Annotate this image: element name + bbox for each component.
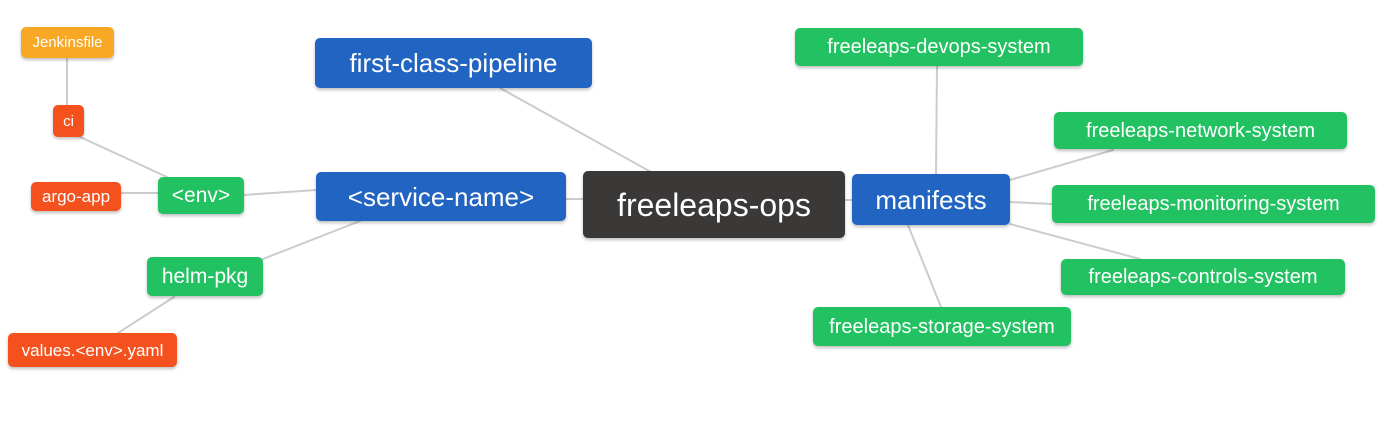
- edge-first-class-pipeline-to-freeleaps-ops: [499, 87, 652, 173]
- node-ci[interactable]: ci: [53, 105, 84, 137]
- node-label-freeleaps-devops-system: freeleaps-devops-system: [827, 36, 1051, 58]
- node-freeleaps-network-system[interactable]: freeleaps-network-system: [1054, 112, 1347, 149]
- edge-manifests-to-freeleaps-storage-system: [907, 224, 942, 308]
- node-label-manifests: manifests: [875, 184, 987, 215]
- node-label-first-class-pipeline: first-class-pipeline: [349, 48, 558, 78]
- node-freeleaps-monitoring-system[interactable]: freeleaps-monitoring-system: [1052, 185, 1375, 223]
- node-label-freeleaps-network-system: freeleaps-network-system: [1086, 119, 1315, 142]
- node-values-env-yaml[interactable]: values.<env>.yaml: [8, 333, 177, 367]
- node-manifests[interactable]: manifests: [852, 174, 1010, 225]
- edge-service-name-to-helm-pkg: [262, 220, 361, 260]
- node-label-freeleaps-monitoring-system: freeleaps-monitoring-system: [1087, 193, 1340, 215]
- node-label-freeleaps-ops: freeleaps-ops: [617, 186, 811, 223]
- node-jenkinsfile[interactable]: Jenkinsfile: [21, 27, 114, 58]
- edge-manifests-to-freeleaps-controls-system: [1009, 223, 1141, 260]
- edge-helm-pkg-to-values-env-yaml: [117, 296, 175, 334]
- node-label-values-env-yaml: values.<env>.yaml: [21, 340, 164, 360]
- node-label-env: <env>: [171, 184, 231, 207]
- node-label-argo-app: argo-app: [41, 187, 111, 206]
- edge-manifests-to-freeleaps-network-system: [1009, 149, 1114, 181]
- node-freeleaps-devops-system[interactable]: freeleaps-devops-system: [795, 28, 1083, 66]
- node-label-ci: ci: [63, 112, 74, 130]
- edge-env-to-service-name: [243, 189, 317, 196]
- node-label-freeleaps-storage-system: freeleaps-storage-system: [829, 315, 1055, 338]
- node-label-freeleaps-controls-system: freeleaps-controls-system: [1088, 266, 1318, 288]
- edge-ci-to-env: [77, 135, 168, 178]
- node-argo-app[interactable]: argo-app: [31, 182, 121, 211]
- edge-manifests-to-freeleaps-devops-system: [935, 65, 938, 175]
- node-freeleaps-storage-system[interactable]: freeleaps-storage-system: [813, 307, 1071, 346]
- node-freeleaps-ops[interactable]: freeleaps-ops: [583, 171, 845, 238]
- node-first-class-pipeline[interactable]: first-class-pipeline: [315, 38, 592, 88]
- node-env[interactable]: <env>: [158, 177, 244, 214]
- node-helm-pkg[interactable]: helm-pkg: [147, 257, 263, 296]
- node-label-jenkinsfile: Jenkinsfile: [32, 34, 103, 51]
- node-label-helm-pkg: helm-pkg: [161, 265, 249, 288]
- node-label-service-name: <service-name>: [347, 181, 535, 212]
- node-freeleaps-controls-system[interactable]: freeleaps-controls-system: [1061, 259, 1345, 295]
- node-service-name[interactable]: <service-name>: [316, 172, 566, 221]
- edge-manifests-to-freeleaps-monitoring-system: [1009, 201, 1053, 205]
